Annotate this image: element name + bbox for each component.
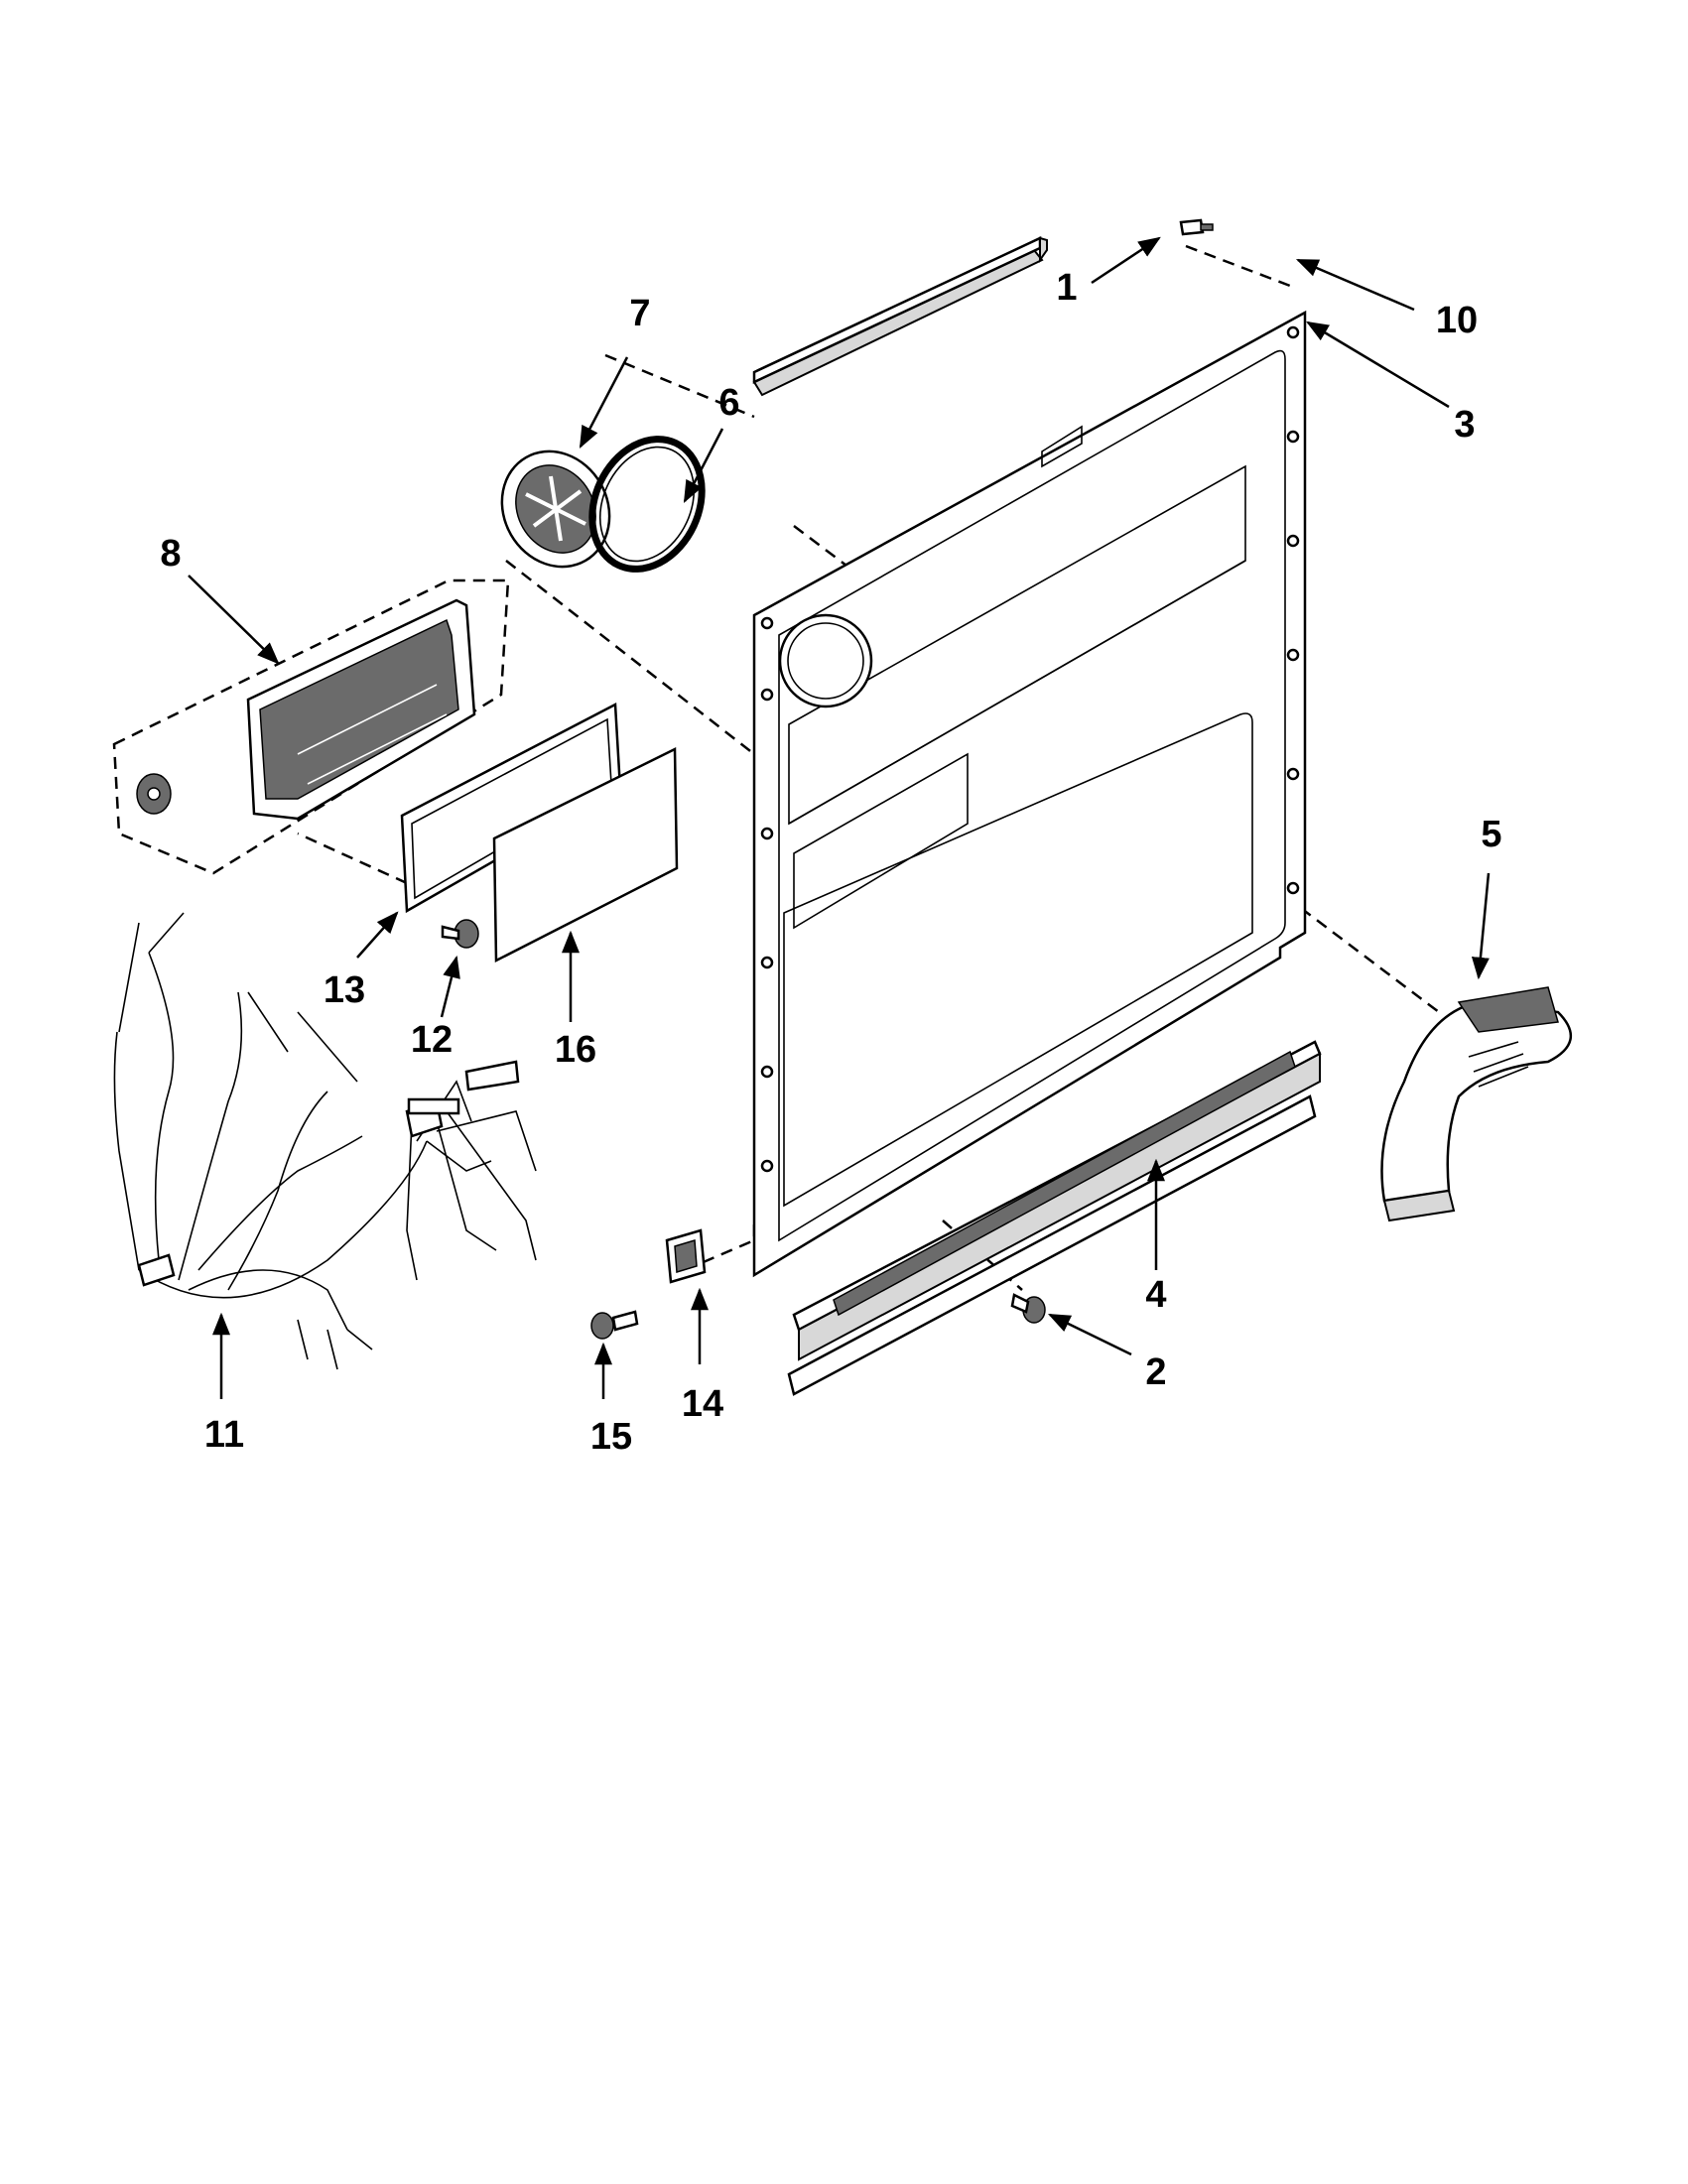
top-trim-strip (752, 236, 1048, 397)
clip-screw (590, 1310, 639, 1340)
callout-14: 14 (682, 1383, 723, 1425)
arrow-13 (356, 911, 399, 959)
callout-11: 11 (204, 1414, 244, 1456)
panel-screw-holes (760, 325, 1300, 1173)
arrow-2 (1047, 1313, 1132, 1356)
control-screw (441, 919, 479, 949)
callout-4: 4 (1145, 1274, 1166, 1316)
callout-1: 1 (1056, 267, 1077, 309)
callout-3: 3 (1454, 404, 1475, 446)
callout-8: 8 (160, 533, 181, 575)
inner-door-panel (752, 310, 1307, 1278)
door-clip (665, 1228, 707, 1284)
wiring-harness (113, 912, 537, 1370)
arrow-3 (1306, 321, 1450, 409)
callout-5: 5 (1481, 814, 1501, 855)
arrow-7 (579, 356, 629, 449)
vent-cover (500, 450, 611, 569)
arrow-12 (440, 955, 460, 1018)
bottom-door-trim (787, 1040, 1322, 1396)
arrow-5 (1471, 872, 1491, 980)
callout-6: 6 (718, 382, 739, 424)
arrow-10 (1295, 258, 1415, 312)
callout-12: 12 (411, 1019, 453, 1061)
callout-7: 7 (629, 293, 650, 334)
insulation-sheet (492, 747, 679, 964)
callout-13: 13 (324, 969, 365, 1011)
vent-gasket (588, 436, 706, 573)
leader-arrows (188, 236, 1491, 1399)
vent-duct (1380, 986, 1573, 1222)
arrow-1 (1091, 236, 1161, 285)
callout-15: 15 (590, 1416, 632, 1458)
callout-2: 2 (1145, 1351, 1166, 1393)
arrow-8 (188, 575, 280, 665)
top-screw (1179, 218, 1214, 236)
callout-16: 16 (555, 1029, 596, 1071)
callout-10: 10 (1436, 300, 1478, 341)
arrow-6 (683, 428, 724, 503)
trim-screw (1010, 1293, 1046, 1324)
control-assembly (112, 578, 510, 875)
callout-labels: 1 2 3 4 5 6 7 8 10 11 12 13 14 15 16 (160, 267, 1501, 1458)
